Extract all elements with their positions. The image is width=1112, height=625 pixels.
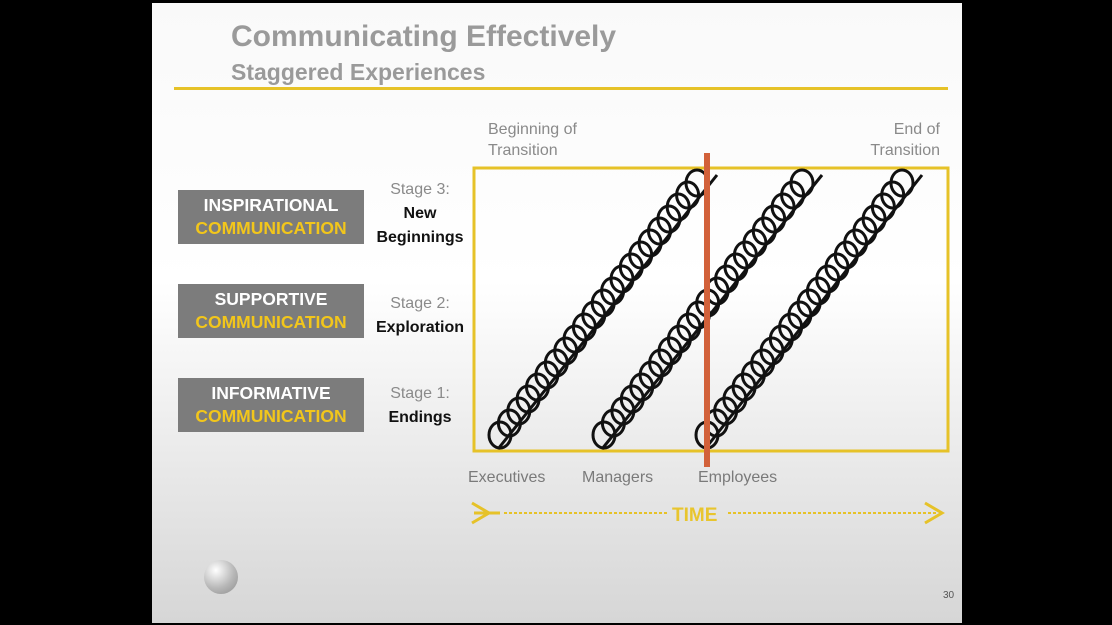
employees-coil <box>694 168 924 450</box>
group-employees: Employees <box>698 469 778 486</box>
stage-number: Stage 1: <box>390 385 450 402</box>
managers-coil <box>591 168 824 450</box>
slide-title: Communicating Effectively <box>231 20 617 53</box>
comm-box-line1: SUPPORTIVE <box>214 289 328 309</box>
comm-box-line1: INFORMATIVE <box>211 383 331 403</box>
stage-name-line2: Beginnings <box>376 229 464 246</box>
label-line1: Beginning of <box>488 121 577 138</box>
slide-subtitle: Staggered Experiences <box>231 59 486 85</box>
slide: Communicating Effectively Staggered Expe… <box>152 3 962 623</box>
coil-group <box>487 168 924 450</box>
diagram-graphics <box>471 153 950 525</box>
time-label: TIME <box>672 505 718 526</box>
time-arrow <box>471 501 945 525</box>
comm-box-line1: INSPIRATIONAL <box>203 195 339 215</box>
page-number: 30 <box>943 590 955 601</box>
stage-name: Endings <box>388 409 452 426</box>
transition-frame <box>472 166 950 453</box>
label-line2: Transition <box>488 142 558 159</box>
inspirational-communication-box: INSPIRATIONAL COMMUNICATION <box>178 190 364 244</box>
stage-name-line1: New <box>403 205 437 222</box>
label-line2: Transition <box>870 142 940 159</box>
label-line1: End of <box>893 121 940 138</box>
comm-box-line2: COMMUNICATION <box>195 406 347 426</box>
informative-communication-box: INFORMATIVE COMMUNICATION <box>178 378 364 432</box>
stage-name: Exploration <box>375 319 464 336</box>
stage-number: Stage 2: <box>390 295 450 312</box>
beginning-of-transition-label: Beginning of Transition <box>488 119 577 161</box>
stage-number: Stage 3: <box>390 181 450 198</box>
stage-2-label: Stage 2: Exploration <box>370 292 470 340</box>
group-managers: Managers <box>582 469 654 486</box>
title-underline <box>174 87 948 90</box>
comm-box-line2: COMMUNICATION <box>195 312 347 332</box>
current-position-marker <box>704 153 710 467</box>
company-logo <box>204 560 238 594</box>
supportive-communication-box: SUPPORTIVE COMMUNICATION <box>178 284 364 338</box>
executives-coil <box>487 168 719 450</box>
stage-3-label: Stage 3: New Beginnings <box>372 178 468 250</box>
stage-1-label: Stage 1: Endings <box>372 382 468 430</box>
group-executives: Executives <box>468 469 546 486</box>
comm-box-line2: COMMUNICATION <box>195 218 347 238</box>
coil-loop <box>889 168 915 198</box>
end-of-transition-label: End of Transition <box>840 119 940 161</box>
coil-loop <box>789 168 815 198</box>
